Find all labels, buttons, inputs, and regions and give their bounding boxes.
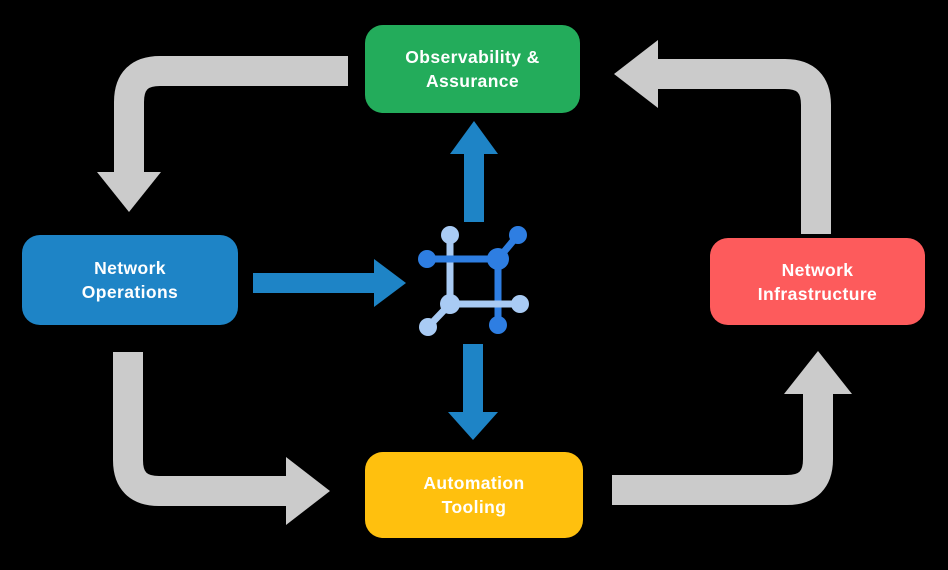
- arrow-icon-to-observability: [450, 121, 498, 222]
- arrow-operations-to-tooling: [113, 352, 330, 525]
- arrow-infrastructure-to-observability: [614, 40, 831, 234]
- node-automation-tooling: Automation Tooling: [365, 452, 583, 538]
- arrow-icon-to-tooling: [448, 344, 498, 440]
- node-network-operations: Network Operations: [22, 235, 238, 325]
- node-label-line: Operations: [81, 282, 179, 302]
- node-label-line: Automation: [423, 473, 525, 493]
- arrow-operations-to-icon: [253, 259, 406, 307]
- node-label-line: Network: [781, 259, 854, 280]
- node-label-line: Tooling: [441, 497, 507, 517]
- arrow-observability-to-operations: [97, 56, 348, 212]
- node-network-infrastructure: Network Infrastructure: [710, 238, 925, 325]
- node-label-line: Assurance: [425, 71, 520, 91]
- node-label-line: Infrastructure: [757, 283, 878, 304]
- node-observability-assurance: Observability & Assurance: [365, 25, 580, 113]
- node-label-line: Network: [94, 258, 166, 278]
- network-mesh-icon: [418, 226, 529, 336]
- arrow-tooling-to-infrastructure: [612, 351, 852, 505]
- node-label-line: Observability &: [405, 47, 540, 67]
